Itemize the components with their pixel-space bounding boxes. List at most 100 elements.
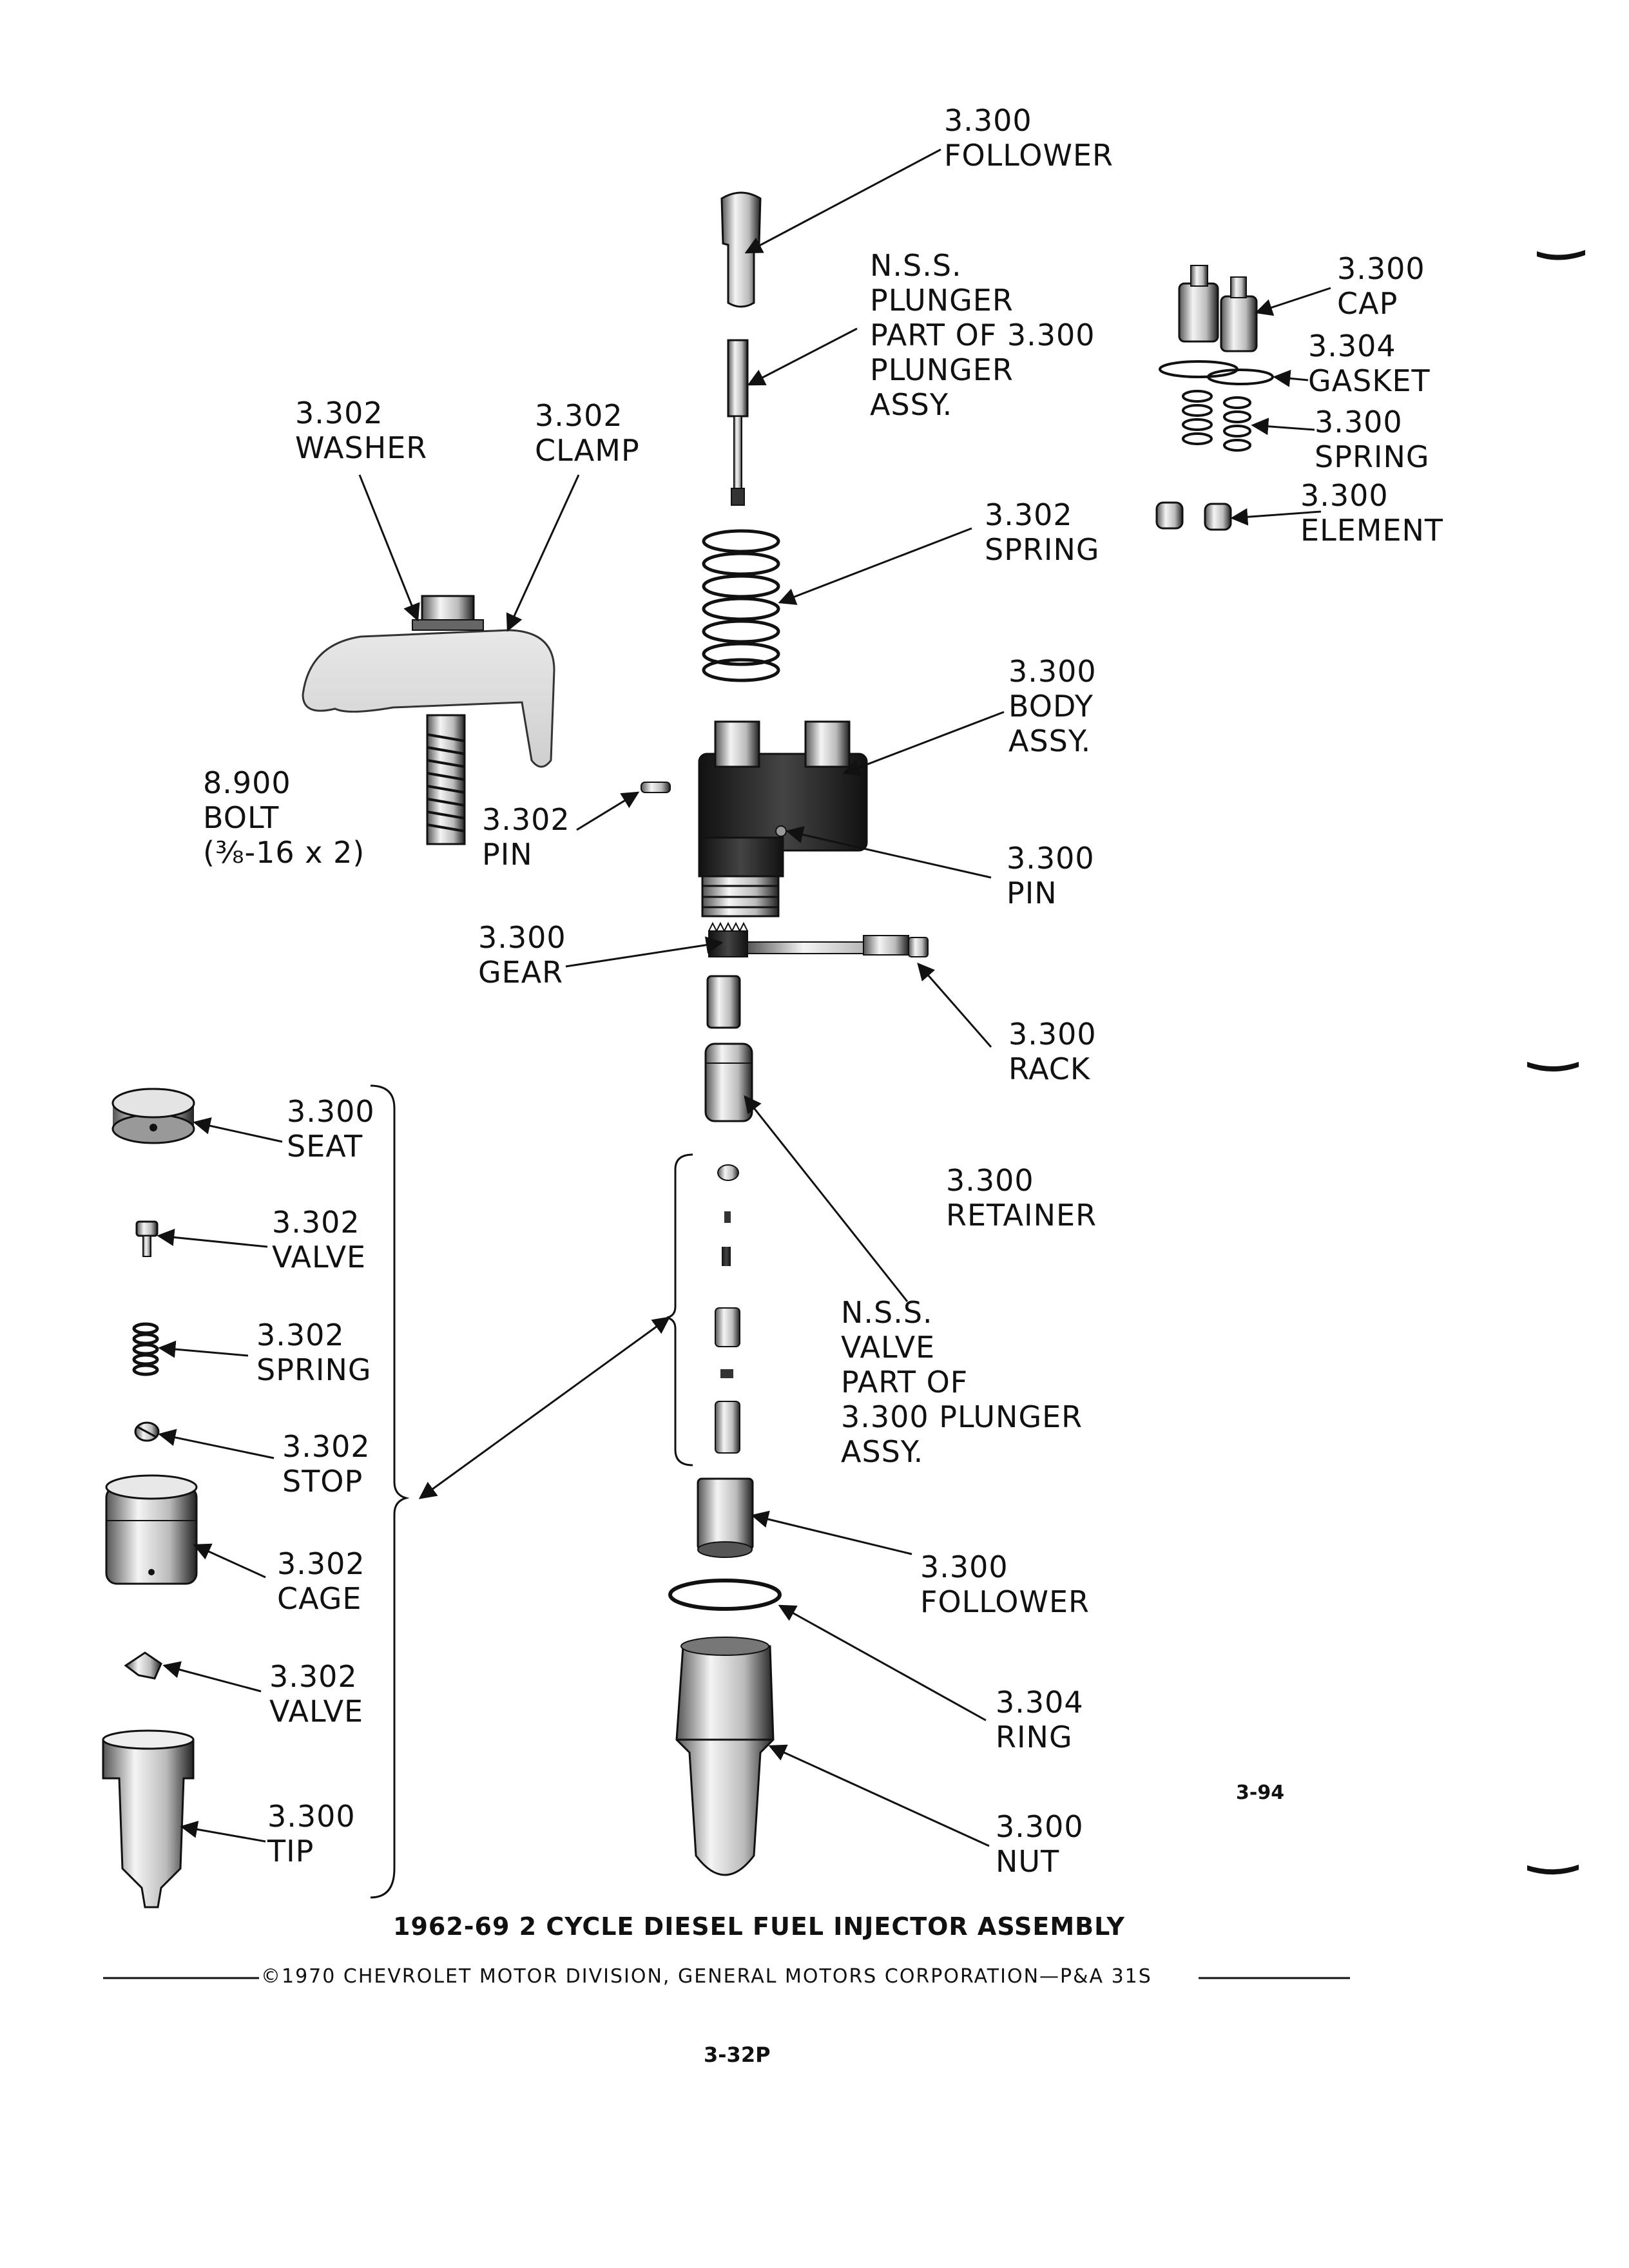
label-line: 3.302: [482, 802, 570, 837]
label-line: 3.300 PLUNGER: [841, 1399, 1083, 1434]
label-line: ASSY.: [841, 1434, 924, 1469]
leader-cage: [193, 1543, 266, 1579]
label-line: PLUNGER: [870, 283, 1014, 318]
tip-part: [102, 1729, 195, 1908]
label-line: PIN: [1007, 876, 1057, 910]
label-line: 3.300: [1008, 654, 1097, 689]
leader-washer: [358, 474, 420, 622]
nut-part: [675, 1637, 775, 1876]
leader-stop: [158, 1428, 275, 1459]
cage-part: [105, 1474, 198, 1585]
label-line: GEAR: [478, 955, 564, 990]
label-line: PIN: [482, 837, 533, 872]
label-line: FOLLOWER: [944, 138, 1113, 173]
gear-sleeve-part: [706, 975, 741, 1029]
label-line: GASKET: [1308, 363, 1431, 398]
valve-stack-part: [715, 1164, 740, 1454]
leader-seat: [193, 1117, 283, 1143]
leader-spring-left: [158, 1340, 249, 1358]
pin-left-part: [641, 782, 671, 793]
label-line: VALVE: [841, 1330, 936, 1365]
gasket-part: [1159, 360, 1274, 385]
label-line: N.S.S.: [841, 1295, 933, 1330]
leader-cap: [1255, 287, 1331, 316]
leader-follower-bottom: [751, 1510, 912, 1555]
label-line: 3.300: [1007, 841, 1095, 876]
element-part: [1155, 501, 1232, 531]
leader-valve-1: [157, 1228, 268, 1248]
label-line: PART OF: [841, 1365, 969, 1399]
label-line: 3.300: [920, 1550, 1008, 1584]
label-line: 3.302: [282, 1429, 371, 1464]
copyright-line: ©1970 CHEVROLET MOTOR DIVISION, GENERAL …: [261, 1965, 1152, 1988]
label-line: 3.302: [535, 398, 623, 433]
label-line: SPRING: [1315, 439, 1430, 474]
leader-spring-main: [778, 527, 972, 605]
label-line: TIP: [267, 1834, 314, 1869]
label-line: CAGE: [277, 1581, 362, 1616]
leader-pin-right: [786, 826, 992, 879]
leader-plunger-nss: [747, 327, 858, 386]
cap-part: [1178, 265, 1258, 352]
spring-main-part: [702, 529, 780, 682]
leader-tip: [180, 1820, 266, 1843]
label-line: 3.302: [277, 1546, 365, 1581]
leader-element: [1230, 508, 1322, 526]
plunger-part: [727, 339, 749, 506]
valve-2-part: [124, 1651, 162, 1680]
leader-pin-left: [576, 791, 640, 831]
label-line: PLUNGER: [870, 352, 1014, 387]
label-line: 3.300: [996, 1809, 1084, 1844]
label-line: (⅜-16 x 2): [203, 835, 365, 870]
clamp-part: [302, 595, 555, 768]
leader-bracket-link[interactable]: [418, 1316, 671, 1499]
leader-body-assy: [842, 711, 1005, 776]
label-line: 3.304: [1308, 329, 1396, 363]
label-line: BOLT: [203, 800, 280, 835]
label-line: VALVE: [272, 1240, 367, 1274]
label-line: 3.304: [996, 1685, 1084, 1720]
figure-caption: 1962-69 2 CYCLE DIESEL FUEL INJECTOR ASS…: [393, 1912, 1125, 1941]
label-line: WASHER: [295, 430, 428, 465]
bolt-part: [426, 714, 466, 845]
label-line: BODY: [1008, 689, 1094, 724]
center-bracket: [666, 1153, 693, 1466]
spring-right-part: [1182, 390, 1251, 452]
leader-gear: [565, 936, 724, 968]
label-line: SPRING: [985, 532, 1100, 567]
label-line: 3.300: [287, 1094, 375, 1129]
label-line: ELEMENT: [1300, 513, 1444, 548]
gear-rack-part: [708, 921, 929, 957]
leader-ring: [778, 1604, 987, 1722]
label-line: SEAT: [287, 1129, 363, 1164]
label-line: 8.900: [203, 765, 291, 800]
section-number: 3-94: [1236, 1782, 1285, 1804]
leader-retainer-valve-nss: [744, 1095, 909, 1302]
leader-lines: [157, 148, 1331, 1847]
label-line: RETAINER: [946, 1198, 1097, 1233]
label-line: 3.300: [1008, 1017, 1097, 1052]
leader-gasket: [1273, 369, 1309, 387]
